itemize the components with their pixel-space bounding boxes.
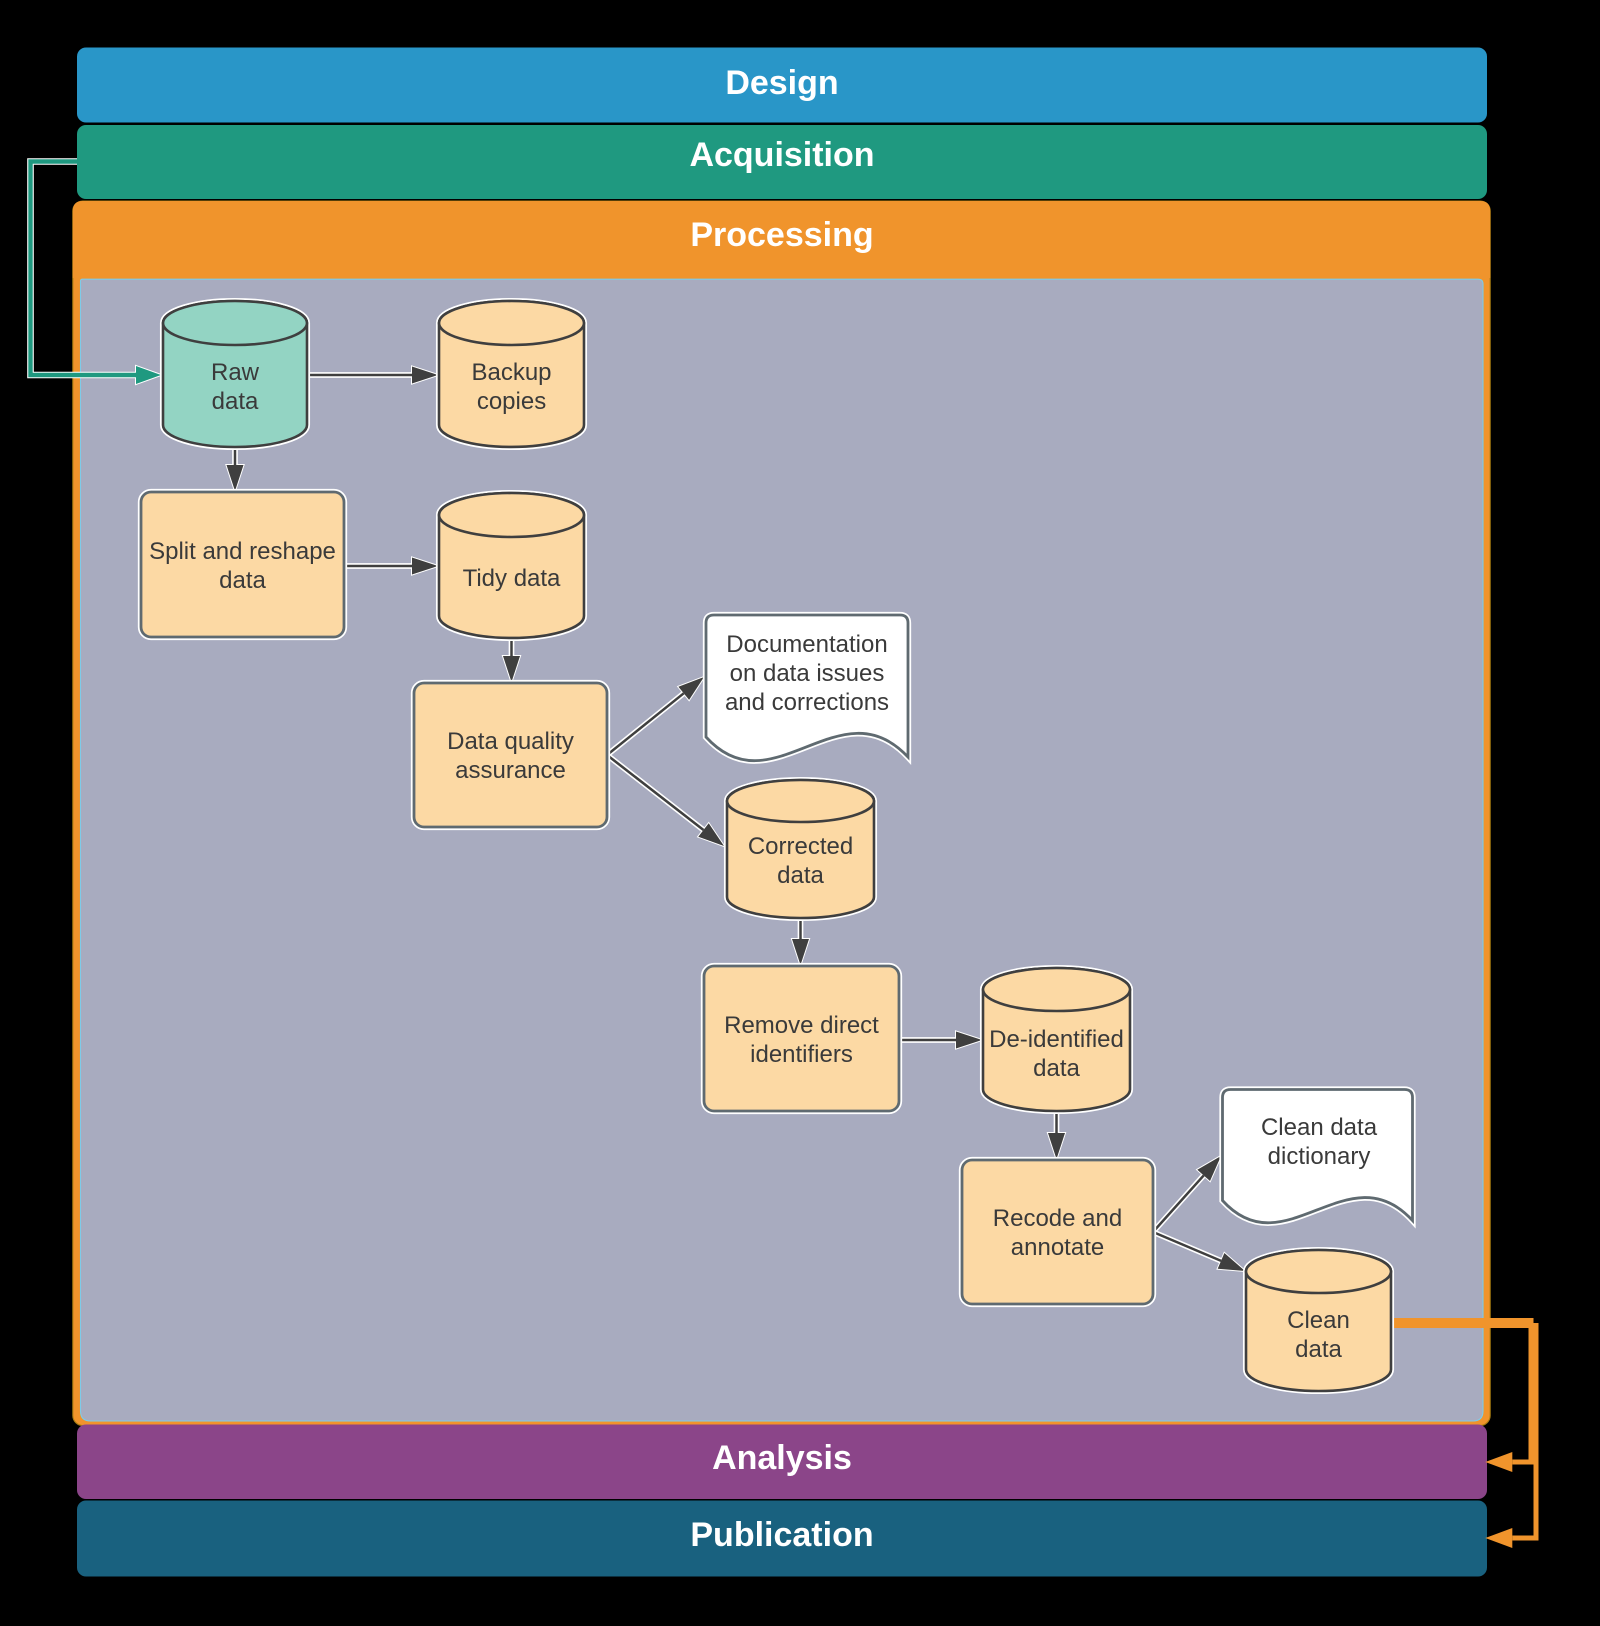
svg-text:Design: Design (725, 64, 838, 102)
svg-text:Analysis: Analysis (712, 1439, 852, 1477)
svg-text:Tidy data: Tidy data (463, 565, 561, 592)
svg-text:Publication: Publication (690, 1516, 873, 1554)
svg-text:Acquisition: Acquisition (689, 136, 874, 174)
svg-text:Processing: Processing (690, 216, 873, 254)
